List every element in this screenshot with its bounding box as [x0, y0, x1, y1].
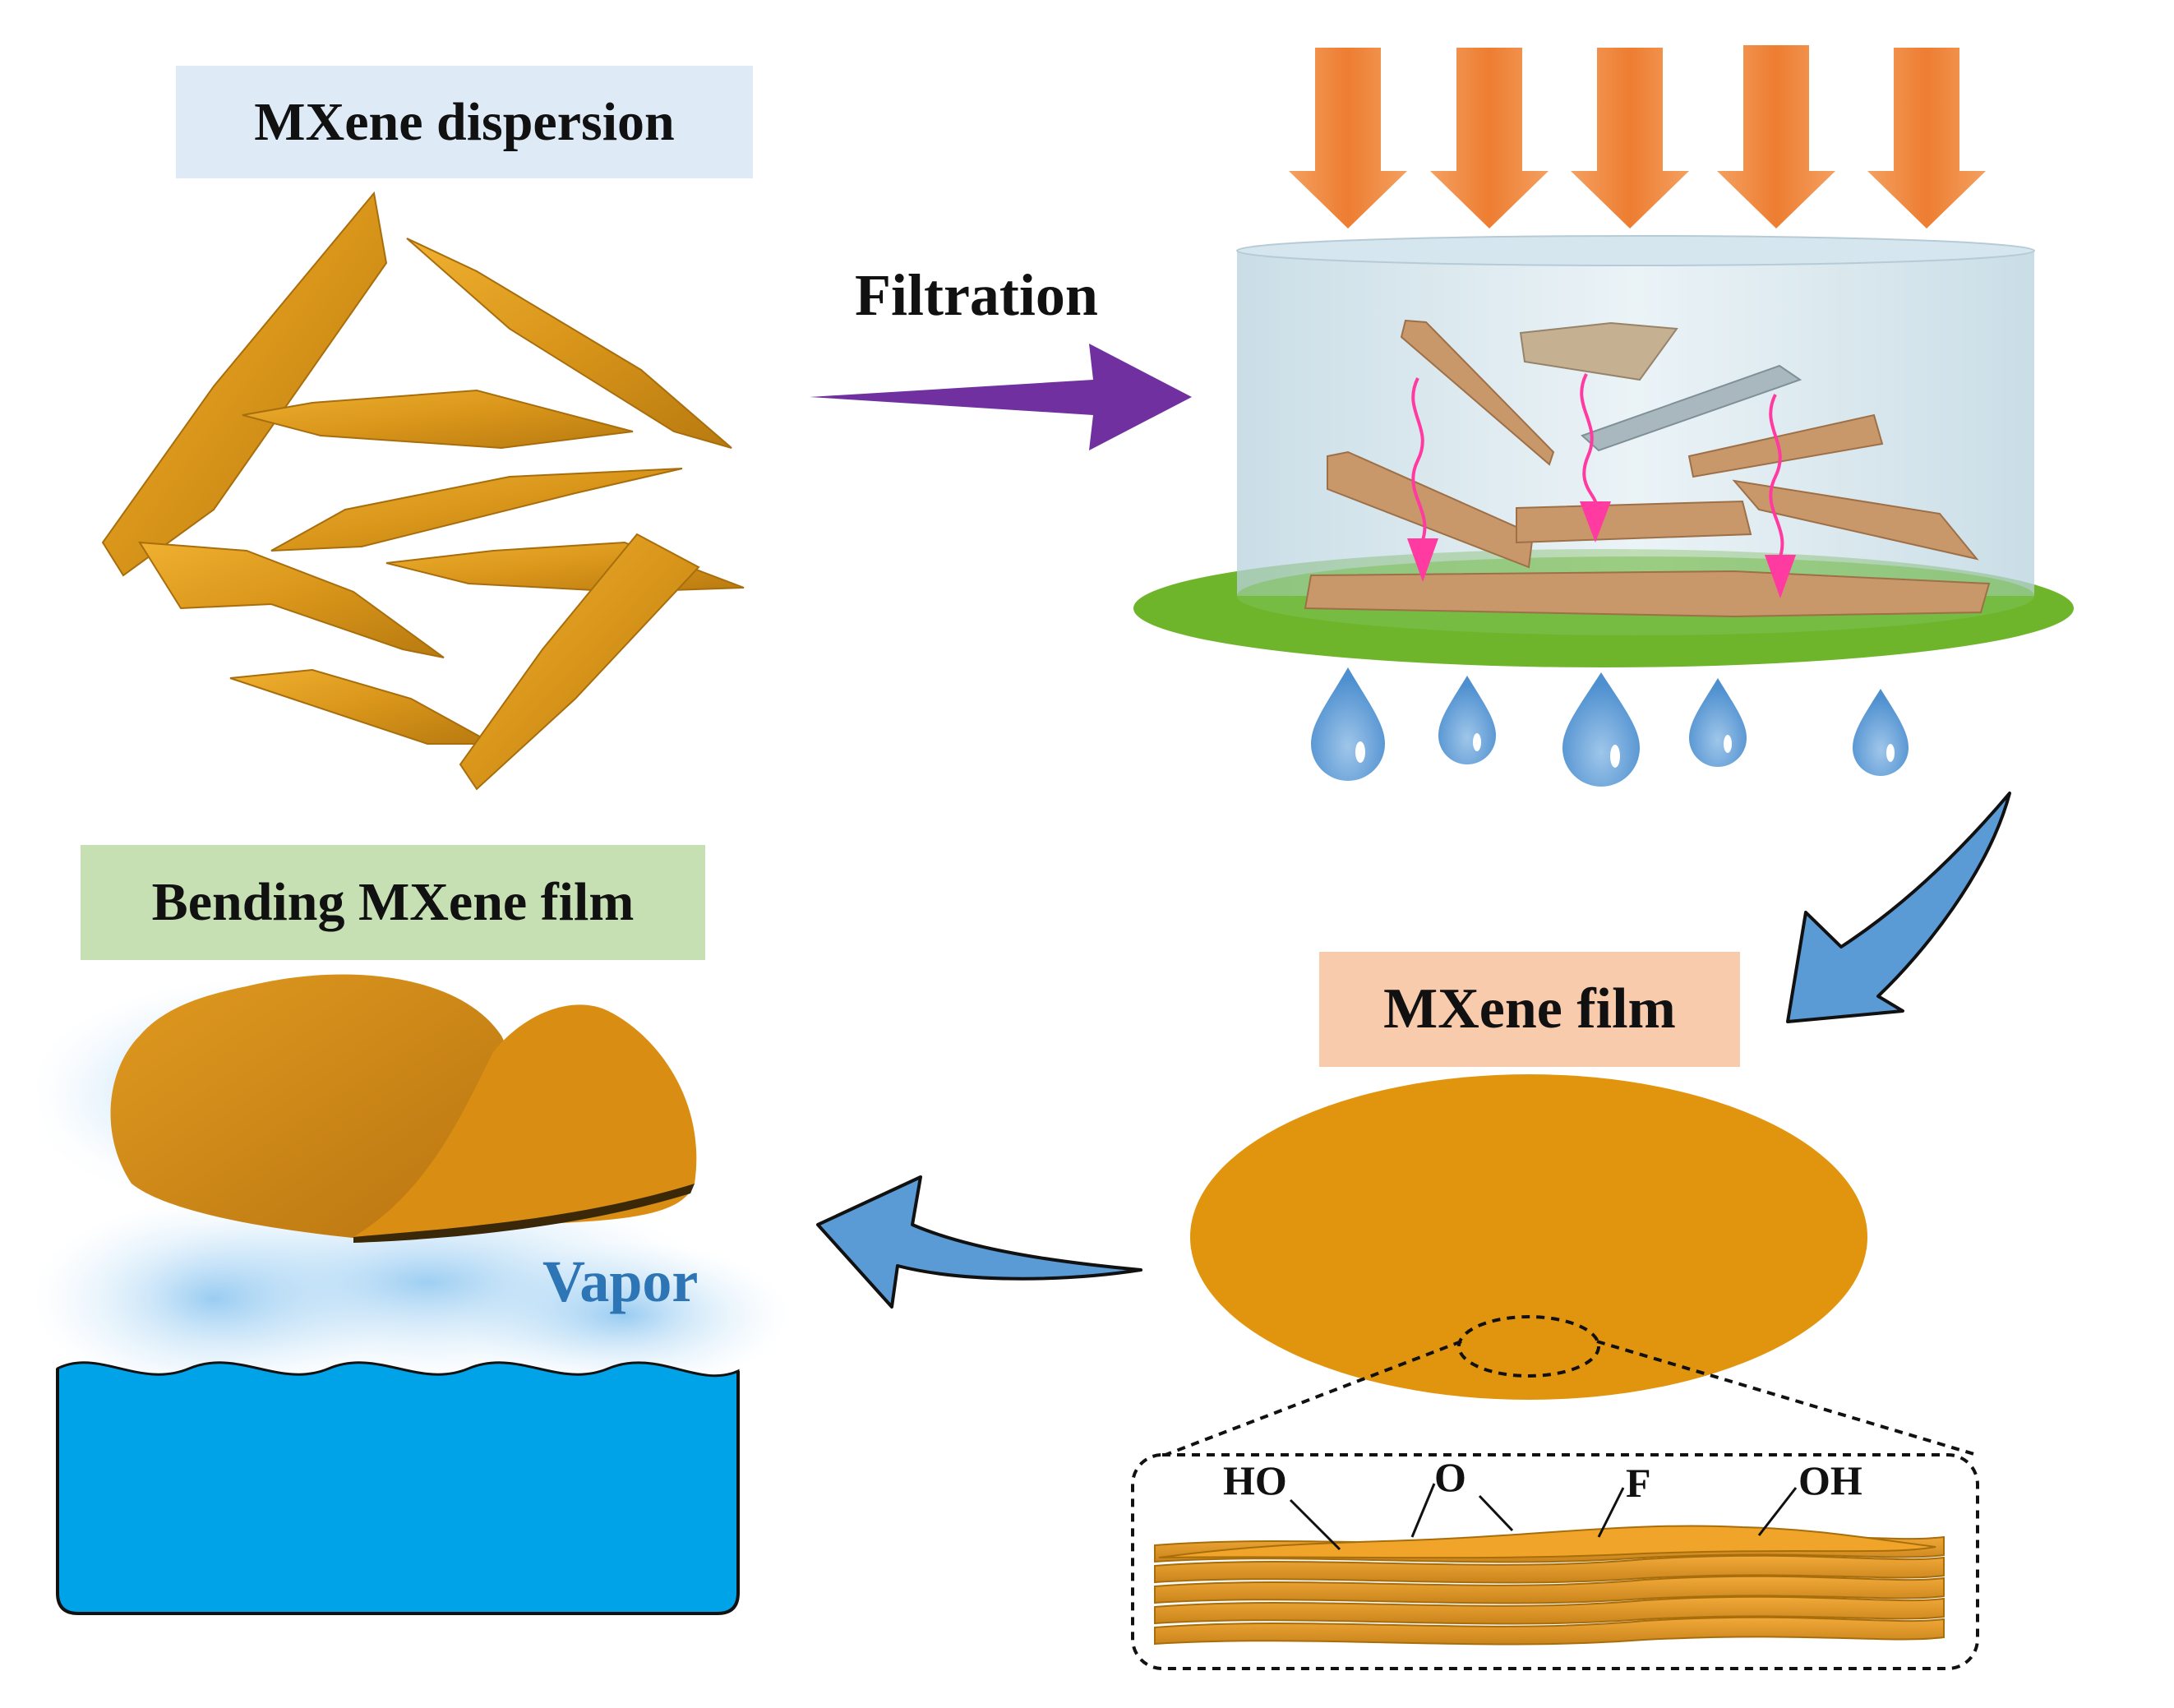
layer	[1154, 1554, 1945, 1584]
drop-highlight	[1473, 733, 1481, 751]
leader-oh	[1757, 1487, 1798, 1536]
layer	[1154, 1616, 1945, 1646]
layer	[1158, 1525, 1936, 1559]
water-drop	[1689, 678, 1747, 767]
beaker-flake	[1732, 479, 1979, 561]
beaker-flake	[1687, 413, 1884, 478]
drop-highlight	[1355, 741, 1365, 763]
water-rim	[56, 1369, 740, 1615]
film-front	[353, 1004, 697, 1237]
filtration-apparatus	[1133, 235, 2074, 667]
dispersion-label-box: MXene dispersion	[176, 66, 753, 178]
pressure-arrows	[1289, 45, 1986, 229]
dispersion-label: MXene dispersion	[254, 91, 675, 152]
water-drop	[1562, 672, 1640, 787]
vapor-puff	[460, 1241, 789, 1389]
pink-arrowheads	[1407, 501, 1796, 598]
water-drop	[1438, 676, 1496, 764]
leader-f	[1597, 1487, 1625, 1538]
leader-o-right	[1478, 1494, 1514, 1532]
leader-o-left	[1410, 1483, 1436, 1538]
flake	[229, 668, 494, 745]
beaker-flake	[1327, 450, 1535, 569]
flake	[406, 238, 732, 449]
mxene-film-disc	[1190, 1074, 1867, 1400]
flow-arrow	[1769, 394, 1784, 560]
zoom-detail	[1131, 1315, 1979, 1670]
flow-arrowhead	[1580, 501, 1611, 542]
flake	[459, 533, 700, 791]
beaker-flake	[1581, 364, 1802, 452]
mxene-dispersion-flakes	[101, 191, 745, 791]
group-label-ho: HO	[1223, 1457, 1287, 1503]
group-leader-lines	[1289, 1483, 1798, 1551]
group-label-oh: OH	[1798, 1457, 1862, 1503]
water-drop	[1853, 689, 1909, 776]
deposited-layer	[1304, 570, 1991, 618]
pressure-arrow	[1717, 45, 1835, 229]
water-drop	[1311, 667, 1385, 781]
flow-arrow	[1580, 373, 1598, 511]
filtration-arrow	[810, 344, 1192, 450]
bending-label-box: Bending MXene film	[81, 845, 705, 960]
pressure-arrow	[1571, 48, 1689, 229]
pressure-arrow	[1867, 48, 1986, 229]
vapor-puff	[33, 1200, 395, 1397]
bending-label: Bending MXene film	[151, 872, 635, 932]
water-drops	[1311, 667, 1909, 787]
curved-arrow-to-film	[1786, 792, 2011, 1023]
pink-flow-arrows	[1411, 373, 1784, 560]
film-label: MXene film	[1383, 977, 1676, 1041]
film-label-box: MXene film	[1319, 952, 1740, 1067]
layer	[1154, 1575, 1945, 1604]
layer	[1154, 1595, 1945, 1625]
film-back	[110, 974, 515, 1241]
pressure-arrow	[1289, 48, 1407, 229]
flake	[101, 191, 388, 577]
leader-ho	[1289, 1498, 1341, 1551]
flake	[242, 389, 634, 450]
beaker-top	[1236, 235, 2035, 266]
flow-arrowhead	[1765, 555, 1796, 598]
group-label-f: F	[1626, 1460, 1651, 1506]
zoom-box	[1131, 1453, 1979, 1670]
pressure-arrow	[1430, 48, 1549, 229]
beaker-flake	[1400, 319, 1555, 466]
drop-highlight	[1610, 745, 1620, 768]
beaker-flake	[1519, 321, 1678, 381]
drop-highlight	[1886, 744, 1895, 762]
stacked-layers	[1154, 1525, 1945, 1646]
flow-arrowhead	[1407, 538, 1438, 582]
filtration-label: Filtration	[855, 262, 1098, 328]
vapor-label: Vapor	[542, 1249, 699, 1314]
zoom-line-right	[1596, 1340, 1978, 1456]
flake	[138, 541, 445, 658]
bending-mxene-film	[110, 974, 697, 1243]
zoom-ellipse	[1457, 1315, 1600, 1378]
drop-highlight	[1724, 735, 1732, 753]
flow-arrow	[1411, 377, 1427, 543]
film-edge	[353, 1184, 695, 1243]
group-label-o: O	[1434, 1454, 1466, 1500]
beaker-flake	[1516, 500, 1752, 544]
water-body	[56, 1361, 740, 1615]
curved-arrow-to-bending	[816, 1175, 1142, 1309]
flake	[270, 468, 683, 552]
